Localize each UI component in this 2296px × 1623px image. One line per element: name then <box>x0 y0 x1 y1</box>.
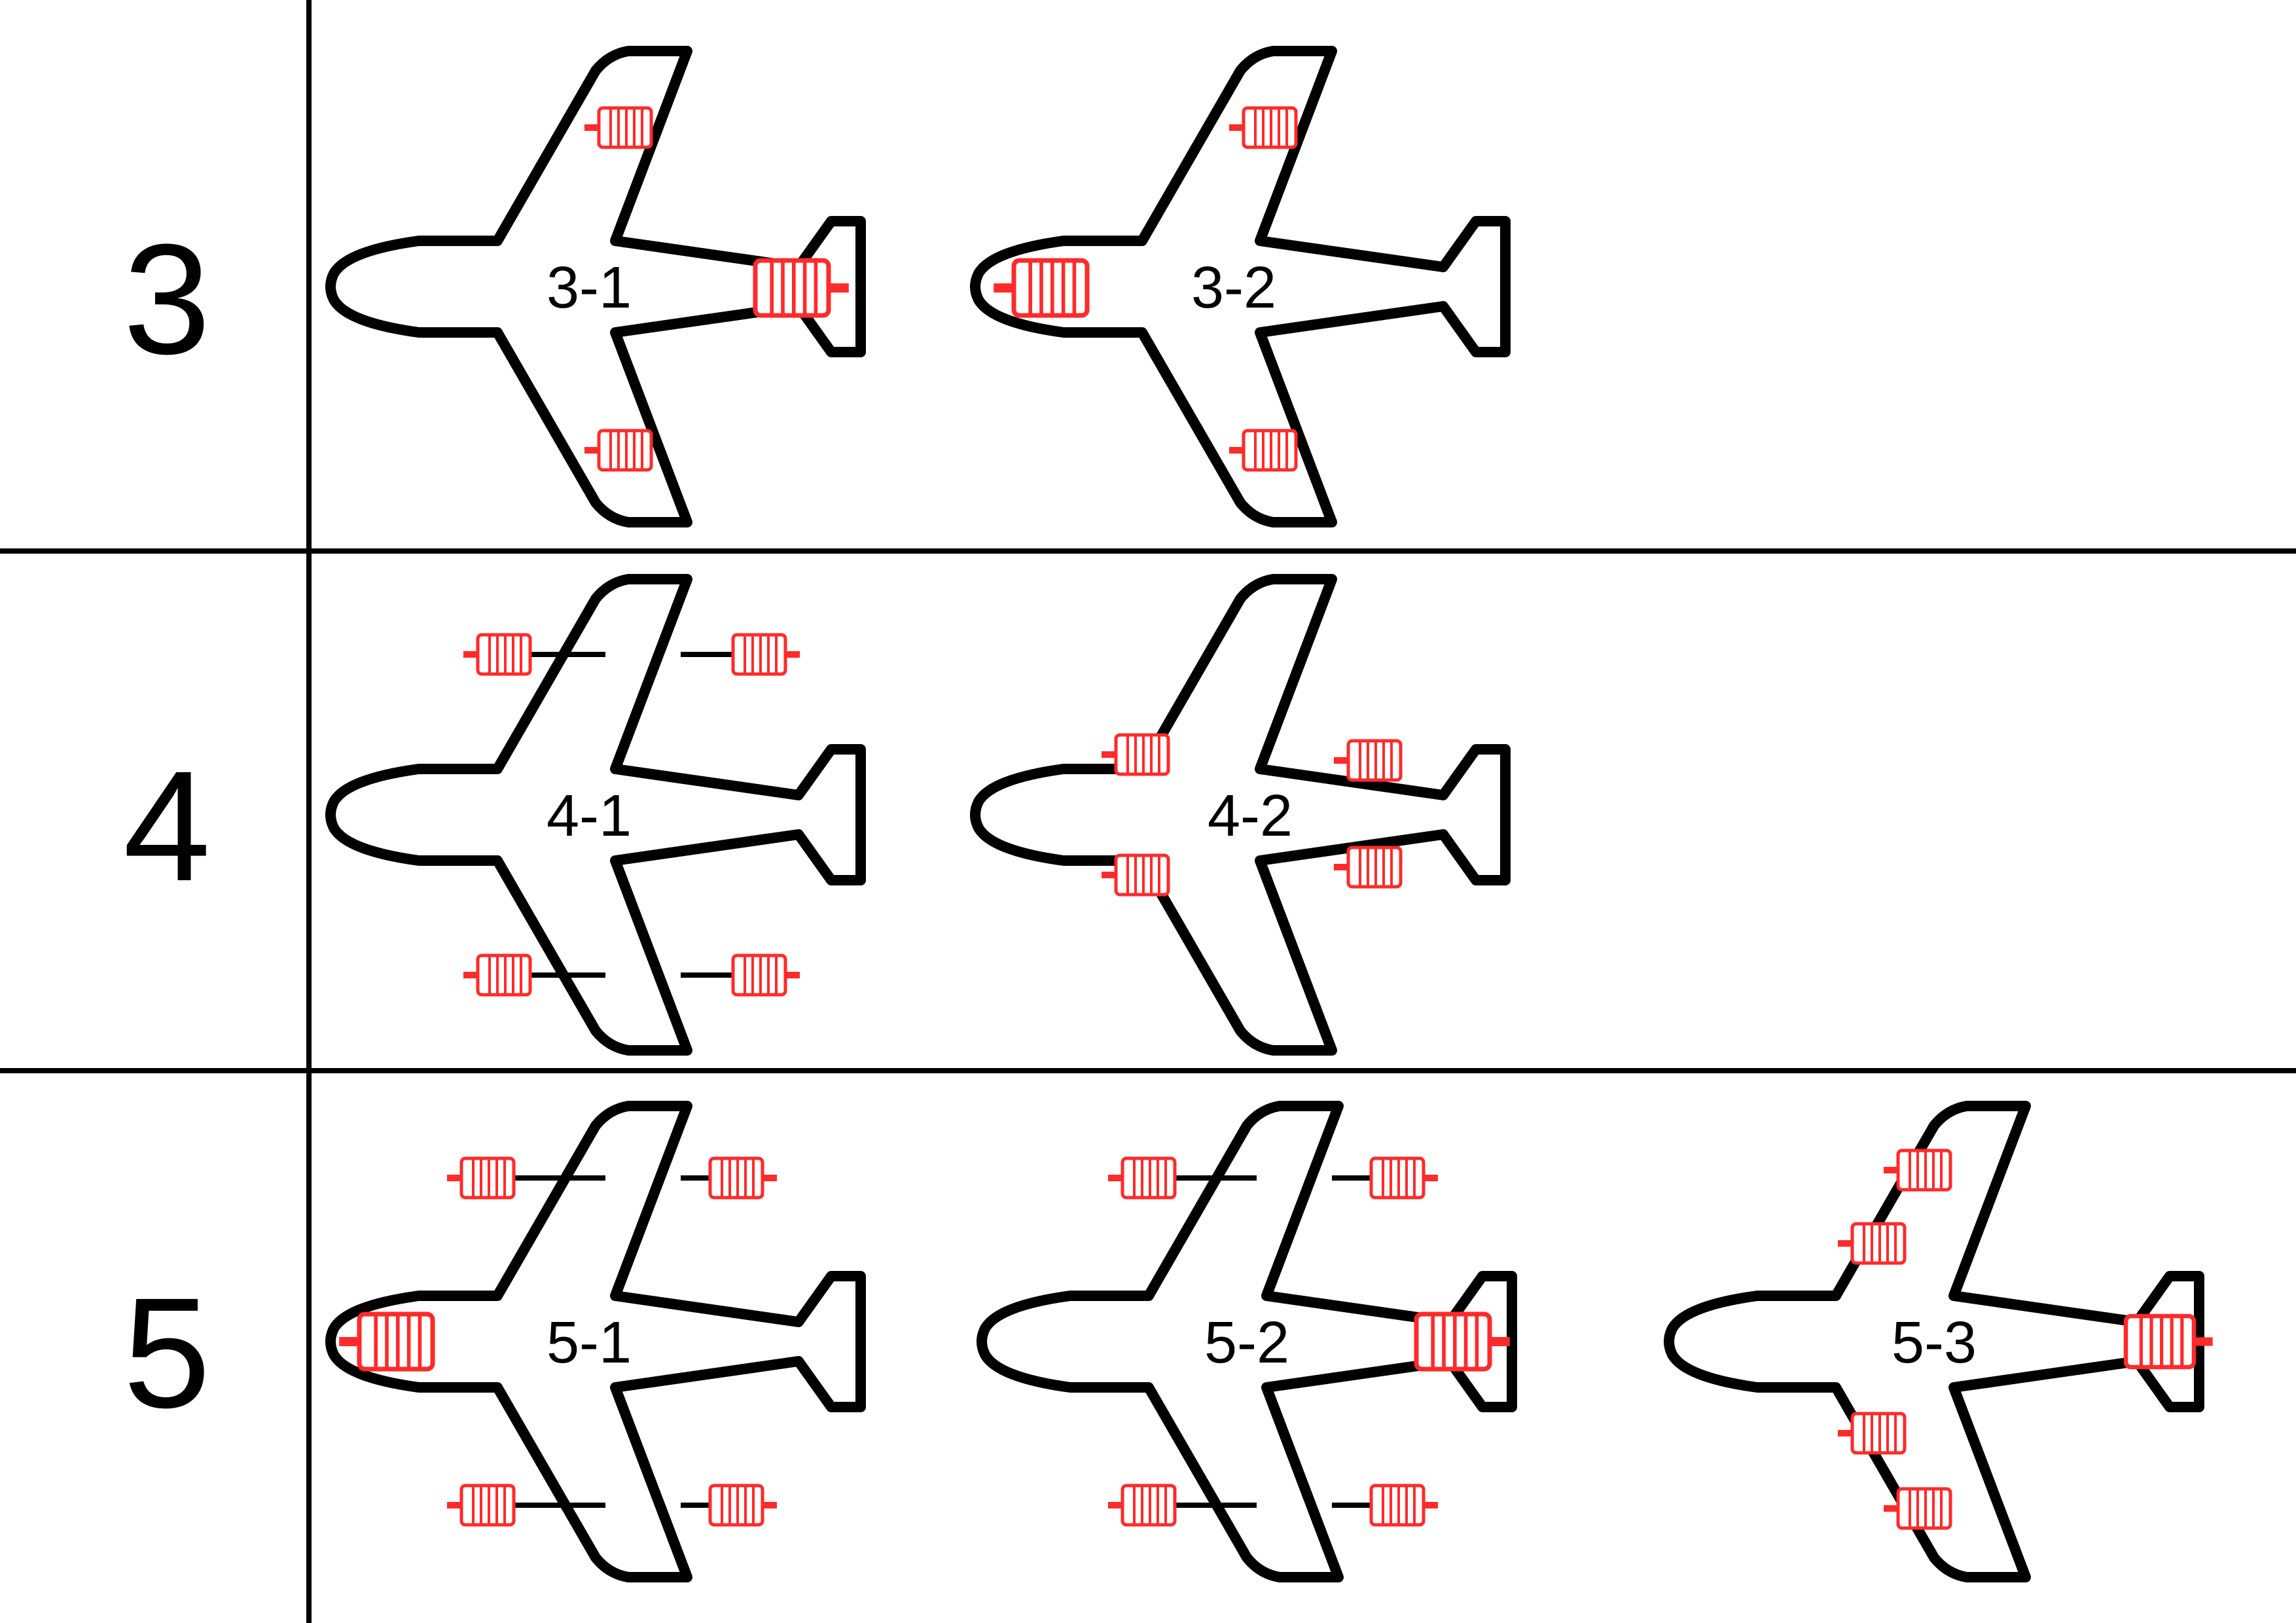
motor-icon <box>753 258 849 318</box>
motor-icon <box>1414 1311 1510 1372</box>
motor-icon <box>1229 429 1298 472</box>
plane-label-3-2: 3-2 <box>1191 255 1276 321</box>
plane-label-3-1: 3-1 <box>547 255 632 321</box>
motor-icon <box>1369 1156 1438 1200</box>
motor-icon <box>1108 1484 1177 1527</box>
plane-label-4-1: 4-1 <box>547 783 632 849</box>
motor-icon <box>731 633 800 676</box>
motor-icon <box>463 633 532 676</box>
motor-icon <box>994 258 1090 318</box>
plane-3-1: 3-1 <box>331 51 861 522</box>
motor-icon <box>708 1484 777 1527</box>
motor-icon <box>447 1484 516 1527</box>
row-label-5: 5 <box>123 1265 210 1440</box>
motor-icon <box>1884 1149 1952 1192</box>
motor-icon <box>339 1311 435 1372</box>
plane-label-5-1: 5-1 <box>547 1310 632 1376</box>
motor-icon <box>1334 739 1403 782</box>
motor-icon <box>1838 1412 1907 1455</box>
plane-5-2: 5-2 <box>982 1106 1512 1577</box>
motor-icon <box>1102 853 1170 897</box>
motor-icon <box>1102 733 1170 776</box>
motor-icon <box>463 954 532 997</box>
plane-3-2: 3-2 <box>975 51 1505 522</box>
plane-label-5-3: 5-3 <box>1892 1310 1977 1376</box>
motor-icon <box>1884 1487 1952 1530</box>
row-label-3: 3 <box>123 211 210 387</box>
row-label-4: 4 <box>123 738 210 914</box>
motor-icon <box>1108 1156 1177 1200</box>
motor-icon <box>1229 106 1298 149</box>
motor-icon <box>1334 846 1403 889</box>
motor-icon <box>584 106 653 149</box>
motor-icon <box>731 954 800 997</box>
motor-icon <box>1369 1484 1438 1527</box>
motor-icon <box>708 1156 777 1200</box>
plane-label-5-2: 5-2 <box>1204 1310 1289 1376</box>
motor-icon <box>447 1156 516 1200</box>
motor-icon <box>2123 1313 2213 1370</box>
plane-5-3: 5-3 <box>1669 1106 2213 1577</box>
plane-label-4-2: 4-2 <box>1208 783 1293 849</box>
plane-5-1: 5-1 <box>331 1106 861 1577</box>
plane-4-2: 4-2 <box>975 579 1505 1050</box>
motor-icon <box>584 429 653 472</box>
plane-4-1: 4-1 <box>331 579 861 1050</box>
motor-icon <box>1838 1222 1907 1265</box>
